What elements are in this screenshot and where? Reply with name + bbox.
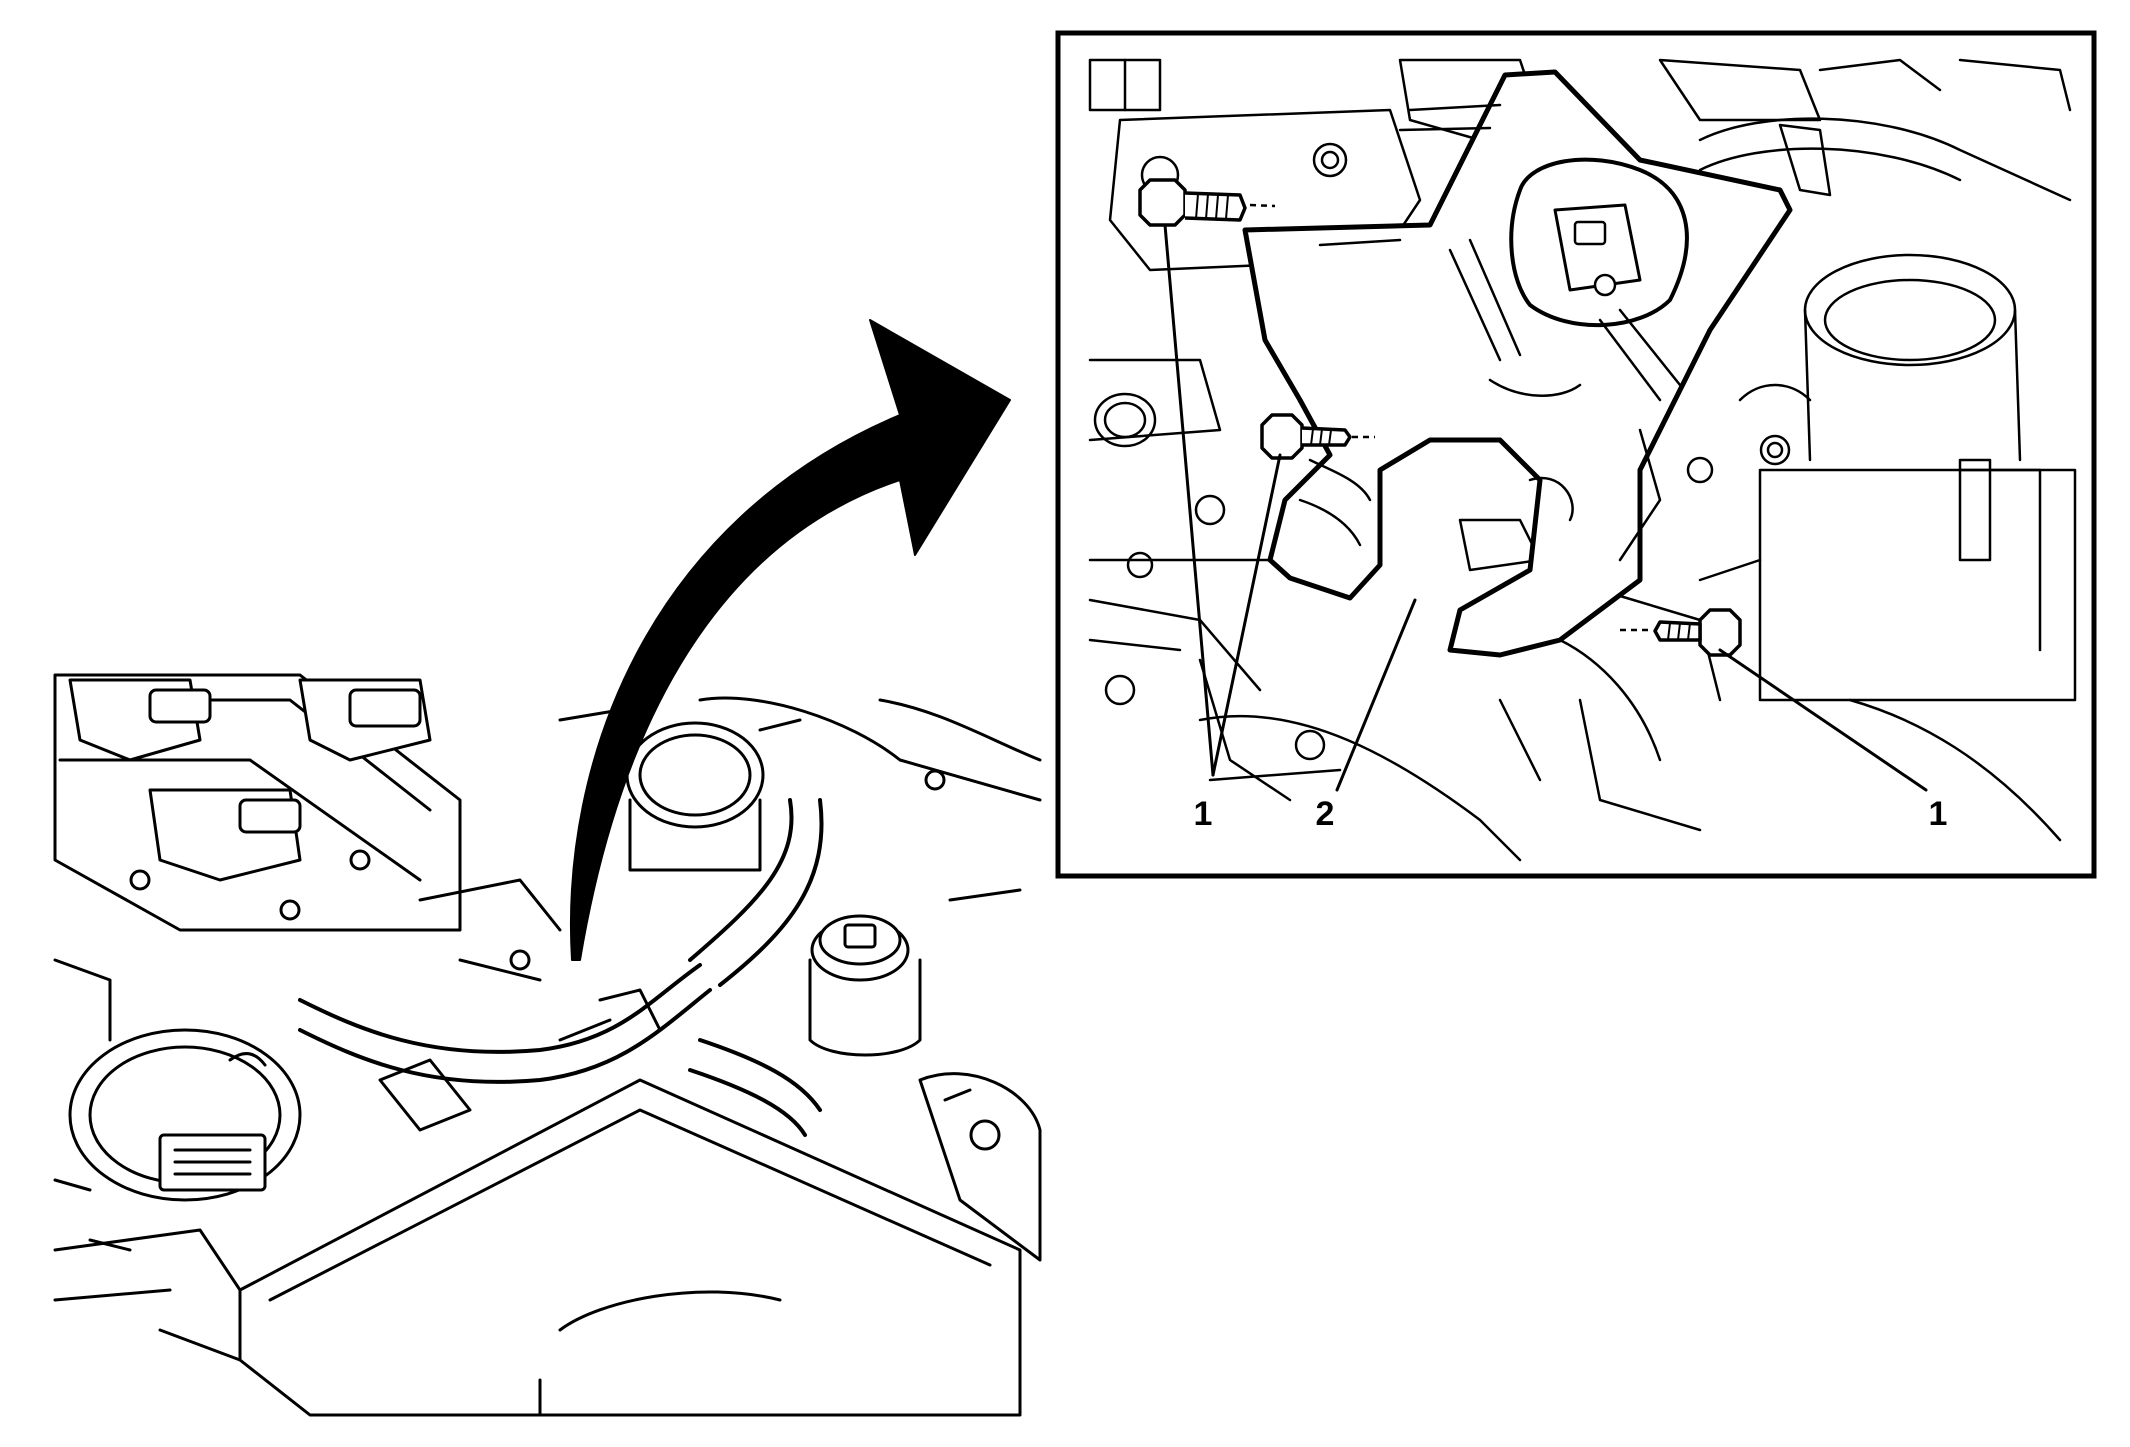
leader-bolt-right [1718,648,1928,792]
bolt-right [1620,608,1742,657]
detail-engine-background [1088,58,2077,862]
bracket-part [1242,69,1793,658]
callout-bolt-right: 1 [1929,795,1948,833]
leader-bolt-middle-left [1211,453,1282,777]
bolt-middle-left [1260,413,1375,460]
detail-inset: 1 2 1 [1055,30,2097,879]
callout-bolt-left: 1 [1194,795,1213,833]
callout-bracket: 2 [1316,795,1335,833]
leader-bracket [1335,598,1417,792]
callouts: 1 2 1 [1194,795,1948,833]
engine-overview [53,673,1042,1417]
zoom-arrow [570,319,1011,961]
bolt-upper-left [1138,178,1276,227]
leader-lines [1163,223,1928,792]
leader-bolt-upper-left [1163,223,1215,777]
